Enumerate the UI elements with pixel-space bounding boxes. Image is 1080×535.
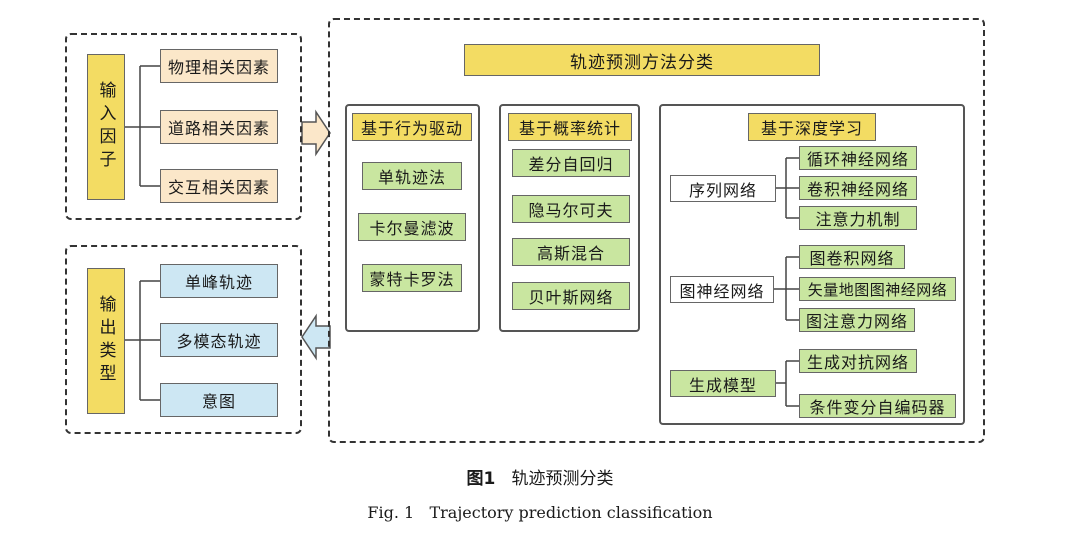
input-factors-panel [65,33,302,220]
dl-group-item: 图卷积网络 [799,245,905,269]
dl-group-generative: 生成模型 [670,370,776,397]
main-title: 轨迹预测方法分类 [464,44,820,76]
dl-group-item: 生成对抗网络 [799,349,917,373]
dl-group-sequence: 序列网络 [670,175,776,202]
input-factors-label: 输入因子 [87,54,125,200]
methods-panel [328,18,985,443]
behavior-item: 卡尔曼滤波 [358,213,466,241]
probability-item: 贝叶斯网络 [512,282,630,310]
caption-en-text: Trajectory prediction classification [429,503,713,522]
output-types-label: 输出类型 [87,268,125,414]
dl-group-graph: 图神经网络 [670,276,774,303]
input-factor-item: 交互相关因素 [160,169,278,203]
caption-cn: 图1 轨迹预测分类 [0,464,1080,489]
probability-item: 高斯混合 [512,238,630,266]
output-type-item: 意图 [160,383,278,417]
dl-group-item: 矢量地图图神经网络 [799,277,956,301]
caption-cn-text: 轨迹预测分类 [511,469,614,489]
right-arrow [301,109,331,157]
output-type-item: 单峰轨迹 [160,264,278,298]
deep-learning-header: 基于深度学习 [748,113,876,141]
dl-group-item: 注意力机制 [799,206,917,230]
behavior-item: 蒙特卡罗法 [362,264,462,292]
probability-item: 差分自回归 [512,149,630,177]
left-arrow [301,313,331,361]
dl-group-item: 循环神经网络 [799,146,917,170]
caption-en: Fig. 1 Trajectory prediction classificat… [0,503,1080,522]
behavior-header: 基于行为驱动 [352,113,472,141]
input-factor-item: 道路相关因素 [160,110,278,144]
dl-group-item: 图注意力网络 [799,308,915,332]
dl-group-item: 条件变分自编码器 [799,394,956,418]
output-type-item: 多模态轨迹 [160,323,278,357]
dl-group-item: 卷积神经网络 [799,176,917,200]
probability-item: 隐马尔可夫 [512,195,630,223]
behavior-column [345,104,480,332]
caption-en-label: Fig. 1 [367,503,415,522]
output-types-panel [65,245,302,434]
probability-header: 基于概率统计 [508,113,632,141]
deep-learning-column [659,104,965,425]
behavior-item: 单轨迹法 [362,162,462,190]
caption-cn-label: 图1 [466,469,496,489]
probability-column [499,104,640,332]
input-factor-item: 物理相关因素 [160,49,278,83]
